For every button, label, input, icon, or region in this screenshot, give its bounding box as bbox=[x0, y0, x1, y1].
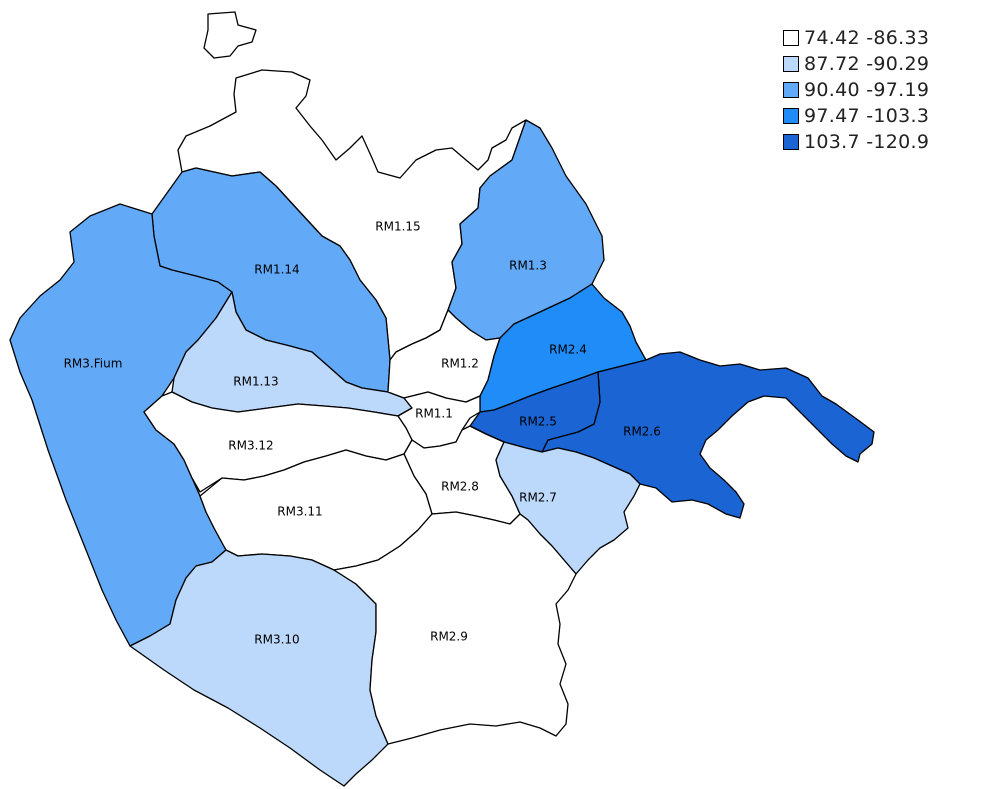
legend-item: 90.40 -97.19 bbox=[783, 77, 978, 103]
label-rm3-fium: RM3.Fium bbox=[64, 357, 123, 371]
legend-swatch bbox=[783, 56, 799, 72]
label-rm1-13: RM1.13 bbox=[233, 375, 278, 389]
legend-swatch bbox=[783, 30, 799, 46]
legend-swatch bbox=[783, 82, 799, 98]
district-rm2-9 bbox=[333, 511, 577, 745]
label-rm1-14: RM1.14 bbox=[254, 263, 299, 277]
legend-item: 103.7 -120.9 bbox=[783, 129, 978, 155]
legend-label: 97.47 -103.3 bbox=[804, 105, 930, 127]
label-rm2-6: RM2.6 bbox=[623, 425, 661, 439]
label-rm2-8: RM2.8 bbox=[441, 480, 479, 494]
legend: 74.42 -86.33 87.72 -90.29 90.40 -97.19 9… bbox=[783, 25, 978, 155]
legend-swatch bbox=[783, 134, 799, 150]
legend-label: 87.72 -90.29 bbox=[804, 53, 930, 75]
legend-swatch bbox=[783, 108, 799, 124]
label-rm3-10: RM3.10 bbox=[254, 633, 299, 647]
label-rm1-1: RM1.1 bbox=[415, 407, 453, 421]
legend-label: 103.7 -120.9 bbox=[804, 131, 930, 153]
legend-item: 97.47 -103.3 bbox=[783, 103, 978, 129]
label-rm2-9: RM2.9 bbox=[430, 630, 468, 644]
label-rm1-2: RM1.2 bbox=[441, 357, 479, 371]
legend-label: 74.42 -86.33 bbox=[804, 27, 930, 49]
label-rm1-15: RM1.15 bbox=[375, 220, 420, 234]
district-rm2-7 bbox=[469, 425, 641, 575]
legend-item: 74.42 -86.33 bbox=[783, 25, 978, 51]
legend-label: 90.40 -97.19 bbox=[804, 79, 930, 101]
label-rm2-5: RM2.5 bbox=[519, 415, 557, 429]
label-rm2-7: RM2.7 bbox=[519, 491, 557, 505]
label-rm1-3: RM1.3 bbox=[509, 259, 547, 273]
label-rm3-11: RM3.11 bbox=[277, 505, 322, 519]
legend-item: 87.72 -90.29 bbox=[783, 51, 978, 77]
label-rm3-12: RM3.12 bbox=[228, 439, 273, 453]
label-rm2-4: RM2.4 bbox=[549, 343, 587, 357]
